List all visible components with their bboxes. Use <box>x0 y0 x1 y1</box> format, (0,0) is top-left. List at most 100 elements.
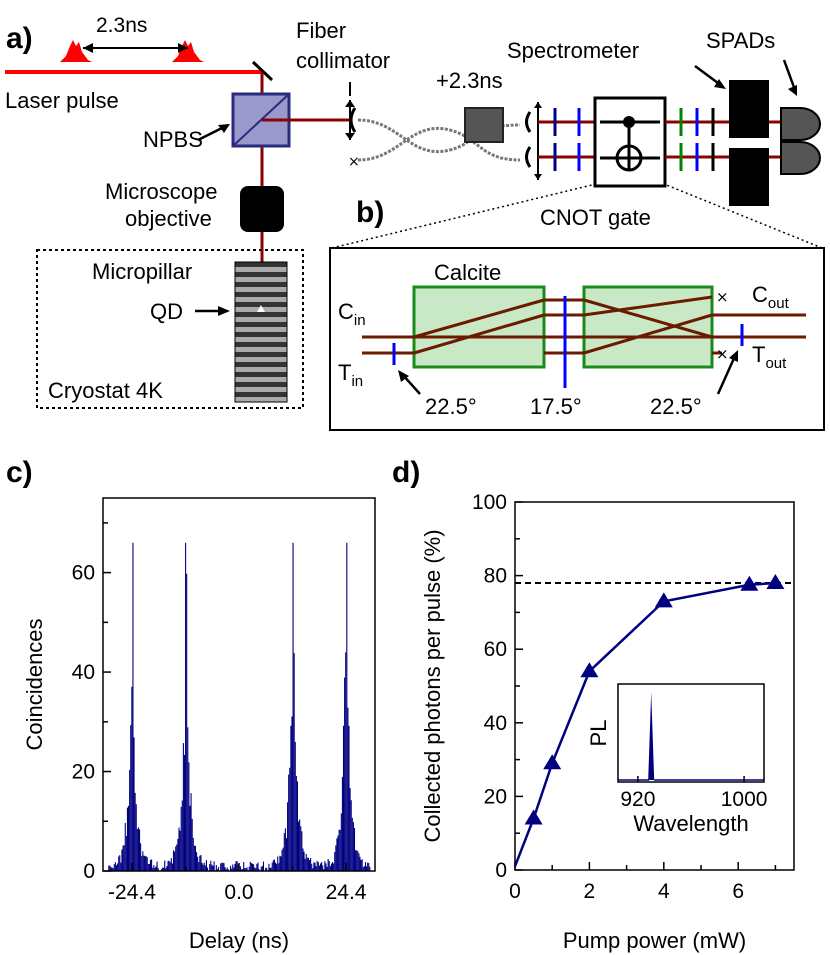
histogram-bin <box>145 856 147 871</box>
pillar-layer <box>235 322 287 327</box>
pillar-layer <box>235 312 287 317</box>
spads-label: SPADs <box>706 28 775 53</box>
histogram-bin <box>351 817 353 871</box>
histogram-bin <box>273 859 275 871</box>
y-tick-label: 40 <box>72 661 95 684</box>
histogram-bin <box>227 869 229 871</box>
histogram-bin <box>338 829 340 871</box>
histogram-bin <box>181 800 183 871</box>
histogram-bin <box>344 677 346 871</box>
histogram-bin <box>348 725 350 871</box>
histogram-bin <box>148 864 150 871</box>
histogram-bin <box>251 863 254 871</box>
fiber-label-1: Fiber <box>296 18 346 43</box>
histogram-bin <box>171 863 173 871</box>
histogram-bin <box>154 867 156 871</box>
histogram-bin <box>324 861 326 871</box>
histogram-bin <box>188 762 190 871</box>
gate-beams <box>362 295 806 355</box>
data-point <box>580 662 599 678</box>
angle-left: 22.5° <box>425 394 477 419</box>
histogram-bin <box>353 827 356 871</box>
histogram-bin <box>129 769 131 871</box>
histogram-bin <box>136 829 138 871</box>
histogram-bin <box>277 856 279 871</box>
histogram-bin <box>153 865 155 871</box>
pillar-layer <box>235 392 287 397</box>
histogram-bin <box>359 856 361 871</box>
qd-marker <box>257 305 265 312</box>
histogram-bin <box>225 869 227 871</box>
histogram-bin <box>279 855 281 871</box>
y-tick-label: 100 <box>472 491 507 514</box>
histogram-bin <box>236 861 238 871</box>
histogram-bin <box>114 862 116 871</box>
histogram-bin <box>364 862 367 871</box>
histogram-bin <box>233 867 235 871</box>
histogram-bin <box>323 869 325 871</box>
histogram-bin <box>274 862 277 871</box>
t-out-label: Tout <box>752 342 787 372</box>
histogram-bin <box>204 865 206 871</box>
plot-frame <box>102 497 376 872</box>
histogram-bin <box>293 653 295 871</box>
histogram-bin <box>160 869 163 871</box>
pillar-layer <box>235 337 287 342</box>
histogram-bin <box>134 792 136 871</box>
y-axis-title: Collected photons per pulse (%) <box>420 529 445 842</box>
histogram-bin <box>341 776 343 871</box>
histogram-bin <box>137 827 139 871</box>
x-tick-label: 0.0 <box>224 881 253 904</box>
histogram-bin <box>299 819 301 871</box>
histogram-bin <box>268 863 270 871</box>
histogram-bin <box>287 802 289 871</box>
histogram-bin <box>189 805 191 871</box>
mirror <box>251 60 274 82</box>
histogram-bin <box>248 866 250 871</box>
histogram-bin <box>138 829 141 871</box>
histogram-bin <box>352 822 354 871</box>
histogram-bin <box>152 867 154 871</box>
histogram-bin <box>144 855 146 871</box>
histogram-bin <box>109 865 111 871</box>
histogram-bin <box>281 849 283 871</box>
histogram-bin <box>363 866 365 871</box>
histogram-bin <box>355 850 357 871</box>
laser-pulse-label: Laser pulse <box>5 88 119 113</box>
pillar-layer <box>235 317 287 322</box>
histogram-bin <box>128 805 130 871</box>
histogram-bin <box>356 850 358 871</box>
histogram-bin <box>302 848 304 871</box>
histogram-bin <box>237 864 239 871</box>
histogram-bin <box>186 573 188 871</box>
pillar-layer <box>235 287 287 292</box>
histogram-bin <box>210 860 212 871</box>
histogram-bin <box>362 866 364 871</box>
histogram-bin <box>335 845 337 871</box>
histogram-bin <box>118 856 120 871</box>
histogram-bin <box>350 800 352 871</box>
histogram-bin <box>169 862 171 871</box>
histogram-bin <box>215 865 217 871</box>
histogram-bin <box>183 754 186 871</box>
histogram-bin <box>177 838 179 871</box>
histogram-bin <box>156 861 158 871</box>
histogram-bin <box>168 860 170 871</box>
histogram-bin <box>317 862 319 871</box>
histogram-bin <box>261 866 263 871</box>
histogram-bin <box>163 867 165 871</box>
histogram-bin <box>282 847 284 871</box>
histogram-bin <box>266 867 268 871</box>
histogram-bin <box>149 859 152 871</box>
histogram-bin <box>242 868 244 871</box>
pillar-layer <box>235 342 287 347</box>
histogram-bin <box>194 845 197 871</box>
histogram-bin <box>244 868 246 871</box>
histogram-bin <box>157 868 159 871</box>
histogram-bin <box>328 861 330 871</box>
histogram-bin <box>278 863 280 871</box>
histogram-bin <box>357 851 359 871</box>
histogram-bin <box>296 781 299 871</box>
histogram-bin <box>199 855 201 871</box>
